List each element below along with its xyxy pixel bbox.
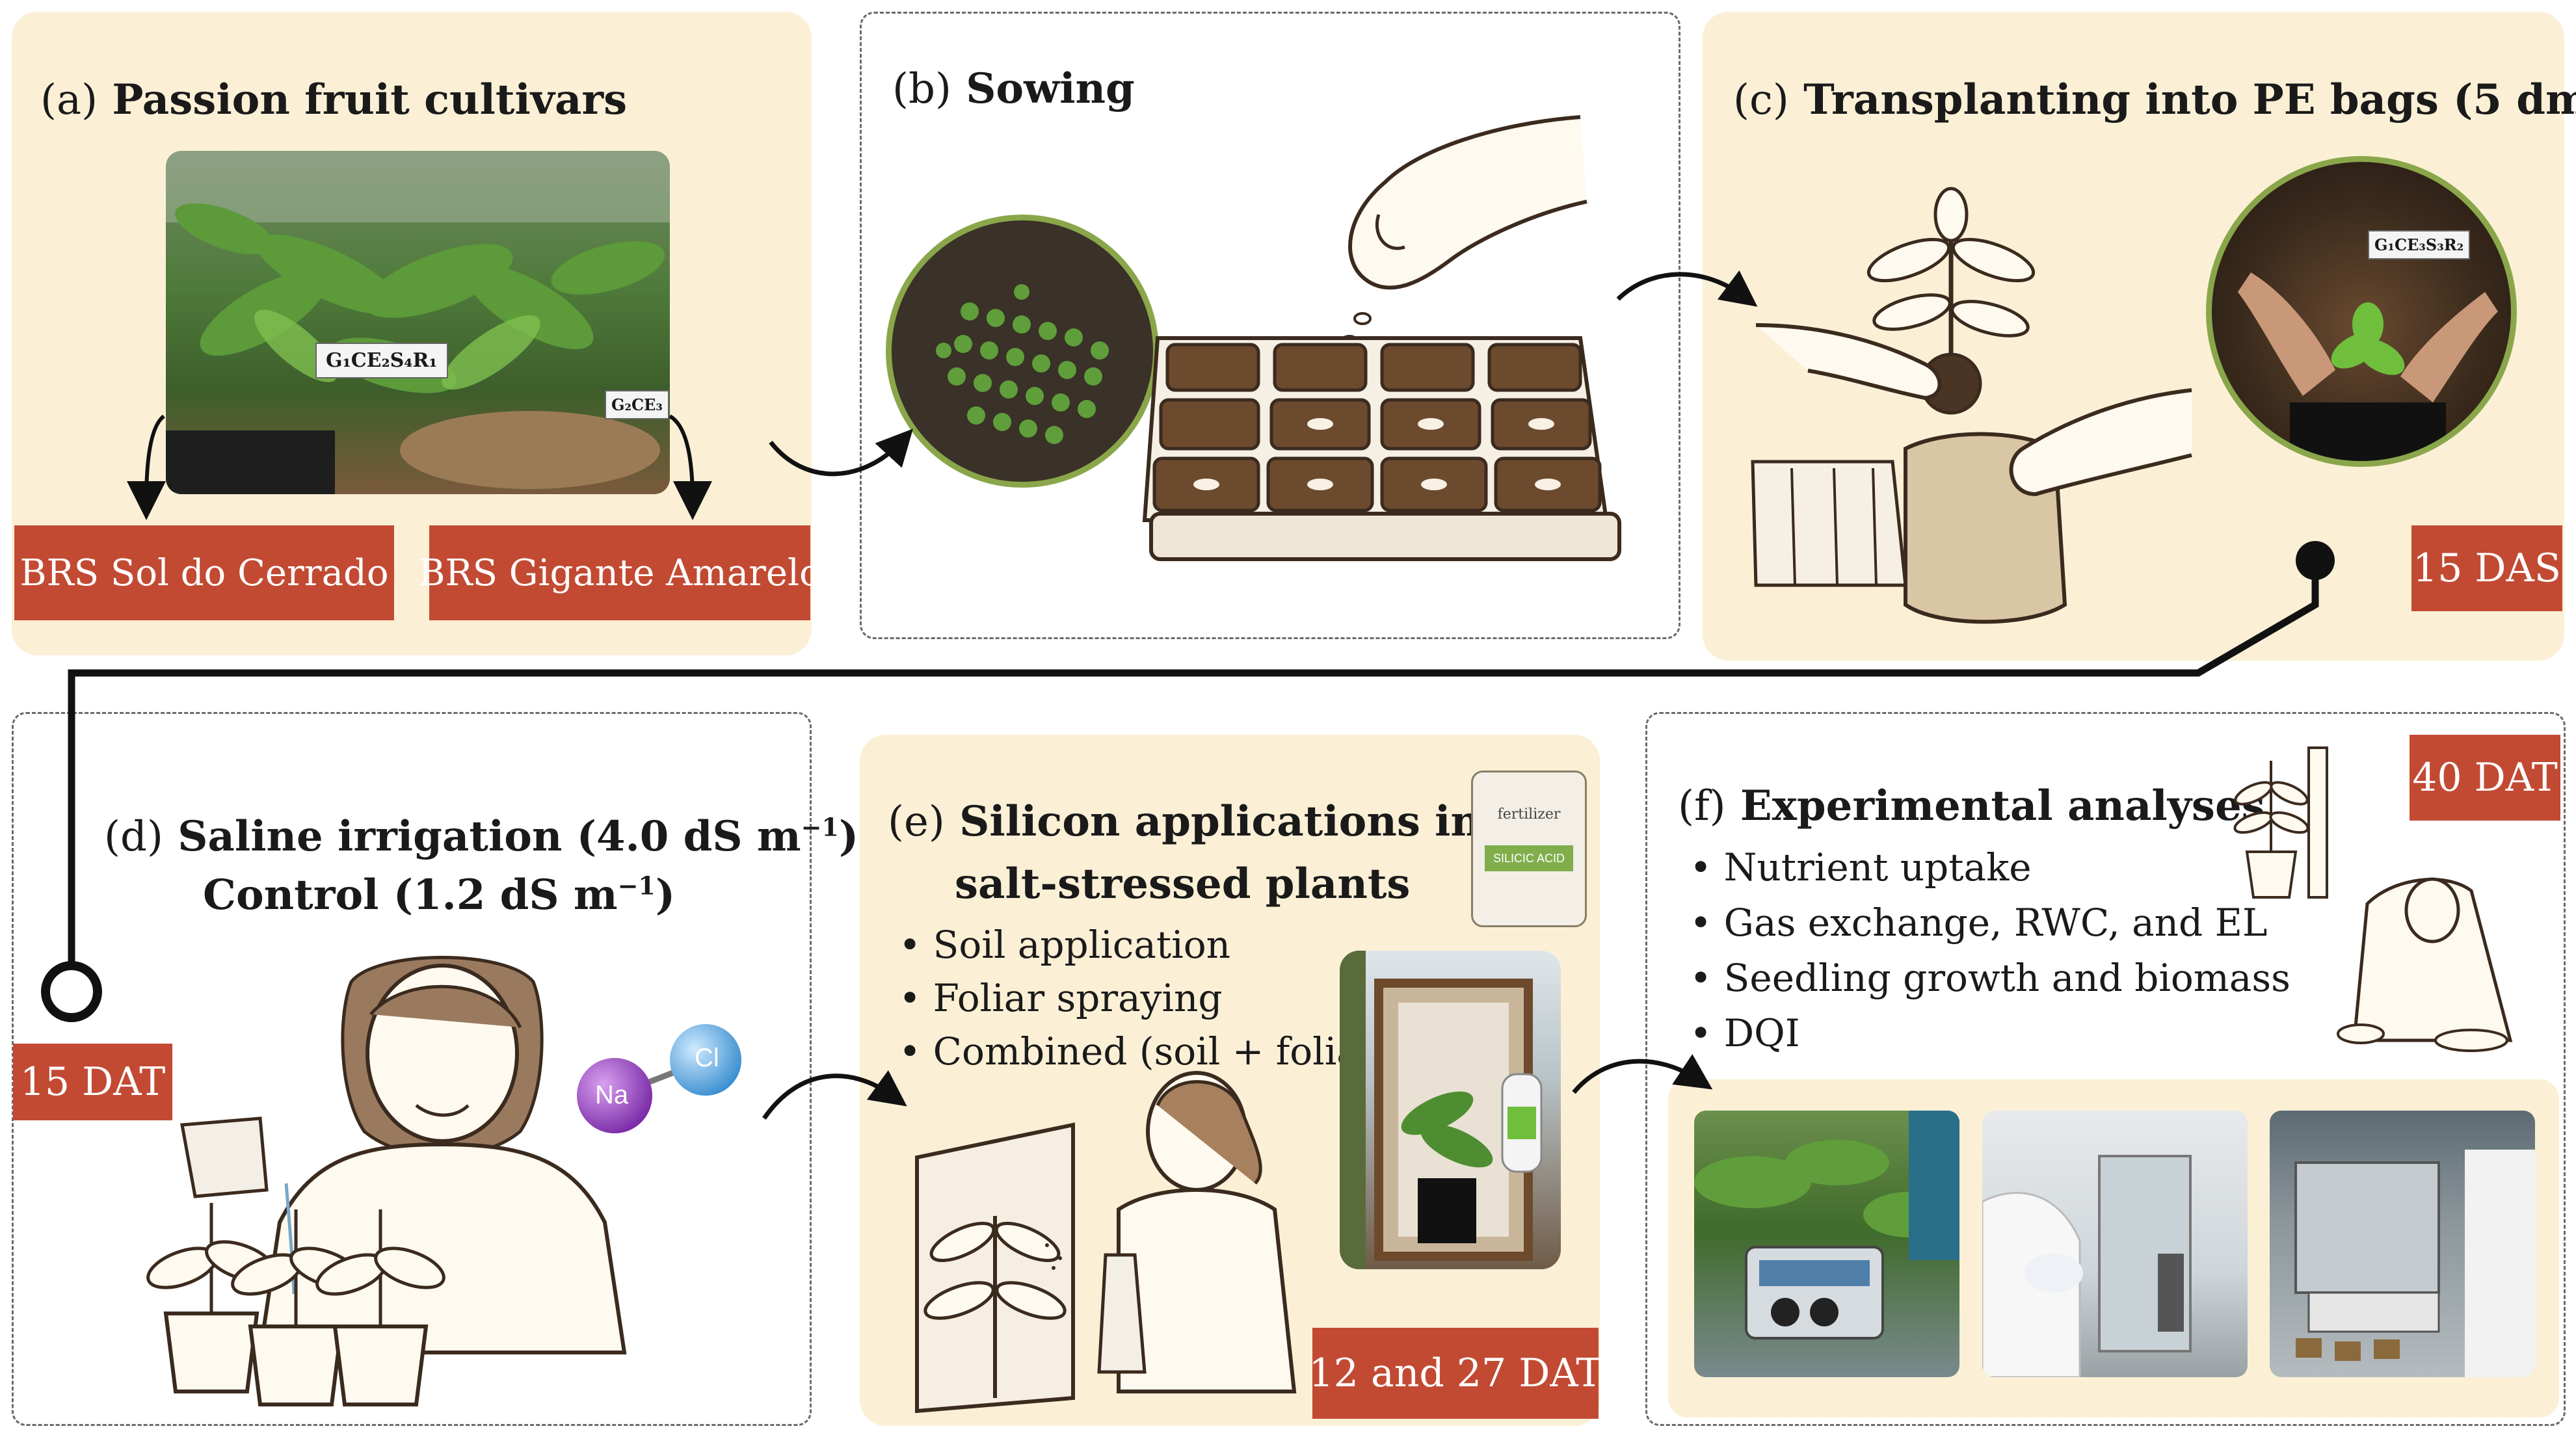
lab-analysis-photo [1982,1111,2248,1377]
panel-a-title: (a) Passion fruit cultivars [40,75,628,124]
cultivar-tag-1: BRS Sol do Cerrado [14,525,394,620]
cultivar-photo: G₁CE₂S₄R₁ G₂CE₃ [166,151,670,494]
bullet-nutrient-uptake: Nutrient uptake [1690,840,2291,895]
fertilizer-bag: fertilizer SILICIC ACID [1471,771,1587,927]
bullet-foliar: Foliar spraying [899,971,1392,1025]
balance-photo [2270,1111,2535,1377]
chloride-label: Cl [695,1044,719,1072]
cultivar-tag-2: BRS Gigante Amarelo [418,525,821,620]
gas-exchange-photo [1694,1111,1959,1377]
panel-b-title: (b) Sowing [892,64,1135,113]
bullet-seedling-growth: Seedling growth and biomass [1690,951,2291,1006]
panel-c-title: (c) Transplanting into PE bags (5 dm3) [1733,75,2576,124]
spraying-chamber-photo [1340,951,1561,1269]
panel-e-bullets: Soil application Foliar spraying Combine… [899,918,1392,1078]
bullet-gas-exchange: Gas exchange, RWC, and EL [1690,895,2291,951]
seedling-tray-photo [886,215,1159,488]
transplant-plant-label: G₁CE₃S₃R₂ [2368,230,2471,259]
transplant-photo: G₁CE₃S₃R₂ [2206,156,2517,467]
bullet-soil: Soil application [899,918,1392,971]
panel-e-title-line2: salt-stressed plants [955,860,1411,908]
time-tag-15-dat: 15 DAT [13,1044,172,1120]
plant-label-2: G₂CE₃ [605,390,669,419]
panel-f-title: (f) Experimental analyses [1678,782,2265,830]
panel-f-bullets: Nutrient uptake Gas exchange, RWC, and E… [1690,840,2291,1061]
panel-e-title-line1: (e) Silicon applications in [888,797,1481,846]
time-tag-12-27-dat: 12 and 27 DAT [1309,1328,1602,1419]
panel-d-title-line2: Control (1.2 dS m−1) [203,871,676,919]
panel-d-title-line1: (d) Saline irrigation (4.0 dS m−1) [104,812,859,861]
time-tag-15-das: 15 DAS [2411,525,2562,611]
bullet-dqi: DQI [1690,1006,2291,1061]
plant-label-1: G₁CE₂S₄R₁ [315,343,448,378]
time-tag-40-dat: 40 DAT [2410,735,2560,821]
bullet-combined: Combined (soil + foliar) [899,1025,1392,1078]
fertilizer-bag-text: fertilizer [1497,806,1561,823]
sodium-label: Na [595,1081,629,1109]
silicic-acid-label: SILICIC ACID [1485,845,1573,871]
